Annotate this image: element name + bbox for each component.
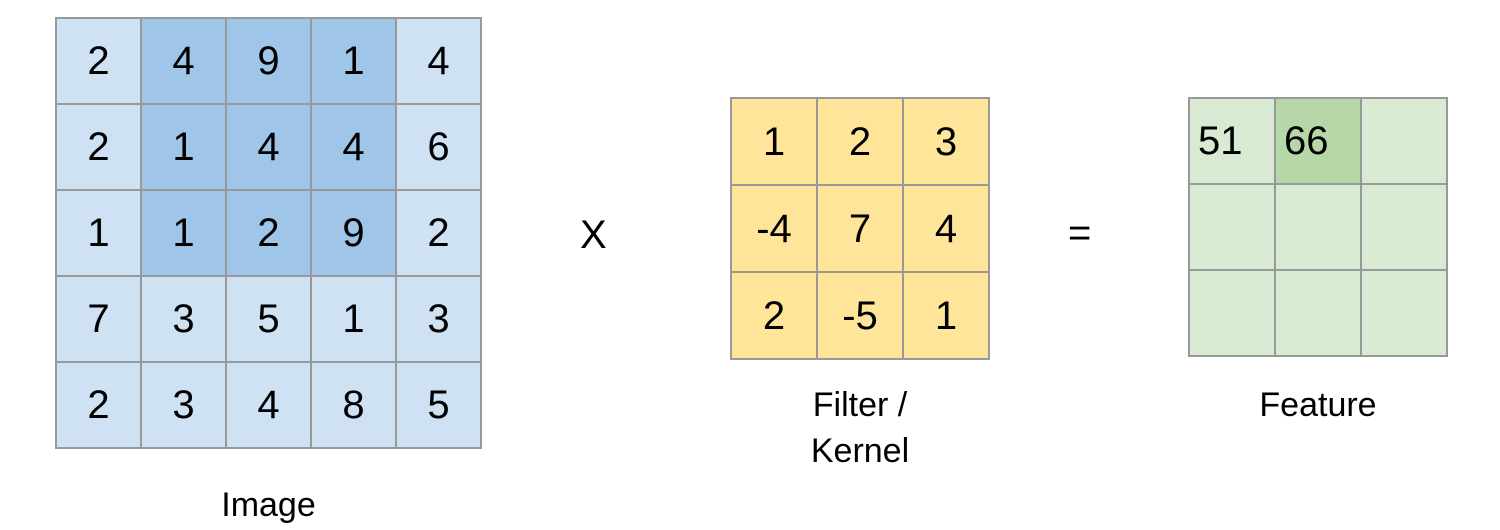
image-cell-r3c2: 5 [227,277,312,363]
image-cell-r2c4: 2 [397,191,482,277]
image-cell-r1c4: 6 [397,105,482,191]
image-caption: Image [221,486,316,524]
image-cell-r2c2: 2 [227,191,312,277]
image-cell-r3c3: 1 [312,277,397,363]
image-cell-r0c0: 2 [57,19,142,105]
feature-cell-r2c2 [1362,271,1448,357]
feature-caption: Feature [1259,386,1377,424]
equals-operator: = [1068,211,1092,255]
feature-cell-r0c1: 66 [1276,99,1362,185]
kernel-cell-r1c1: 7 [818,186,904,273]
feature-cell-r1c0 [1190,185,1276,271]
image-cell-r3c1: 3 [142,277,227,363]
image-cell-r3c0: 7 [57,277,142,363]
image-cell-r1c2: 4 [227,105,312,191]
image-cell-r2c1: 1 [142,191,227,277]
image-cell-r4c4: 5 [397,363,482,449]
image-cell-r0c2: 9 [227,19,312,105]
image-cell-r1c3: 4 [312,105,397,191]
image-matrix: 2 4 9 1 4 2 1 4 4 6 1 1 2 9 2 7 3 5 1 3 … [55,17,482,449]
kernel-cell-r2c0: 2 [732,273,818,360]
image-cell-r1c0: 2 [57,105,142,191]
kernel-cell-r2c2: 1 [904,273,990,360]
kernel-cell-r1c0: -4 [732,186,818,273]
image-cell-r1c1: 1 [142,105,227,191]
kernel-caption: Filter / Kernel [810,386,910,470]
kernel-cell-r0c2: 3 [904,99,990,186]
multiply-operator: X [580,213,607,257]
kernel-cell-r0c0: 1 [732,99,818,186]
kernel-cell-r1c2: 4 [904,186,990,273]
feature-cell-r2c0 [1190,271,1276,357]
feature-cell-r1c2 [1362,185,1448,271]
kernel-cell-r0c1: 2 [818,99,904,186]
image-cell-r3c4: 3 [397,277,482,363]
image-cell-r0c1: 4 [142,19,227,105]
image-cell-r4c3: 8 [312,363,397,449]
kernel-matrix: 1 2 3 -4 7 4 2 -5 1 [730,97,990,360]
image-cell-r0c3: 1 [312,19,397,105]
image-cell-r0c4: 4 [397,19,482,105]
feature-cell-r0c0: 51 [1190,99,1276,185]
feature-cell-r0c2 [1362,99,1448,185]
image-cell-r2c3: 9 [312,191,397,277]
feature-matrix: 51 66 [1188,97,1448,357]
feature-cell-r2c1 [1276,271,1362,357]
kernel-cell-r2c1: -5 [818,273,904,360]
image-cell-r4c1: 3 [142,363,227,449]
feature-cell-r1c1 [1276,185,1362,271]
image-cell-r4c2: 4 [227,363,312,449]
image-cell-r2c0: 1 [57,191,142,277]
image-cell-r4c0: 2 [57,363,142,449]
